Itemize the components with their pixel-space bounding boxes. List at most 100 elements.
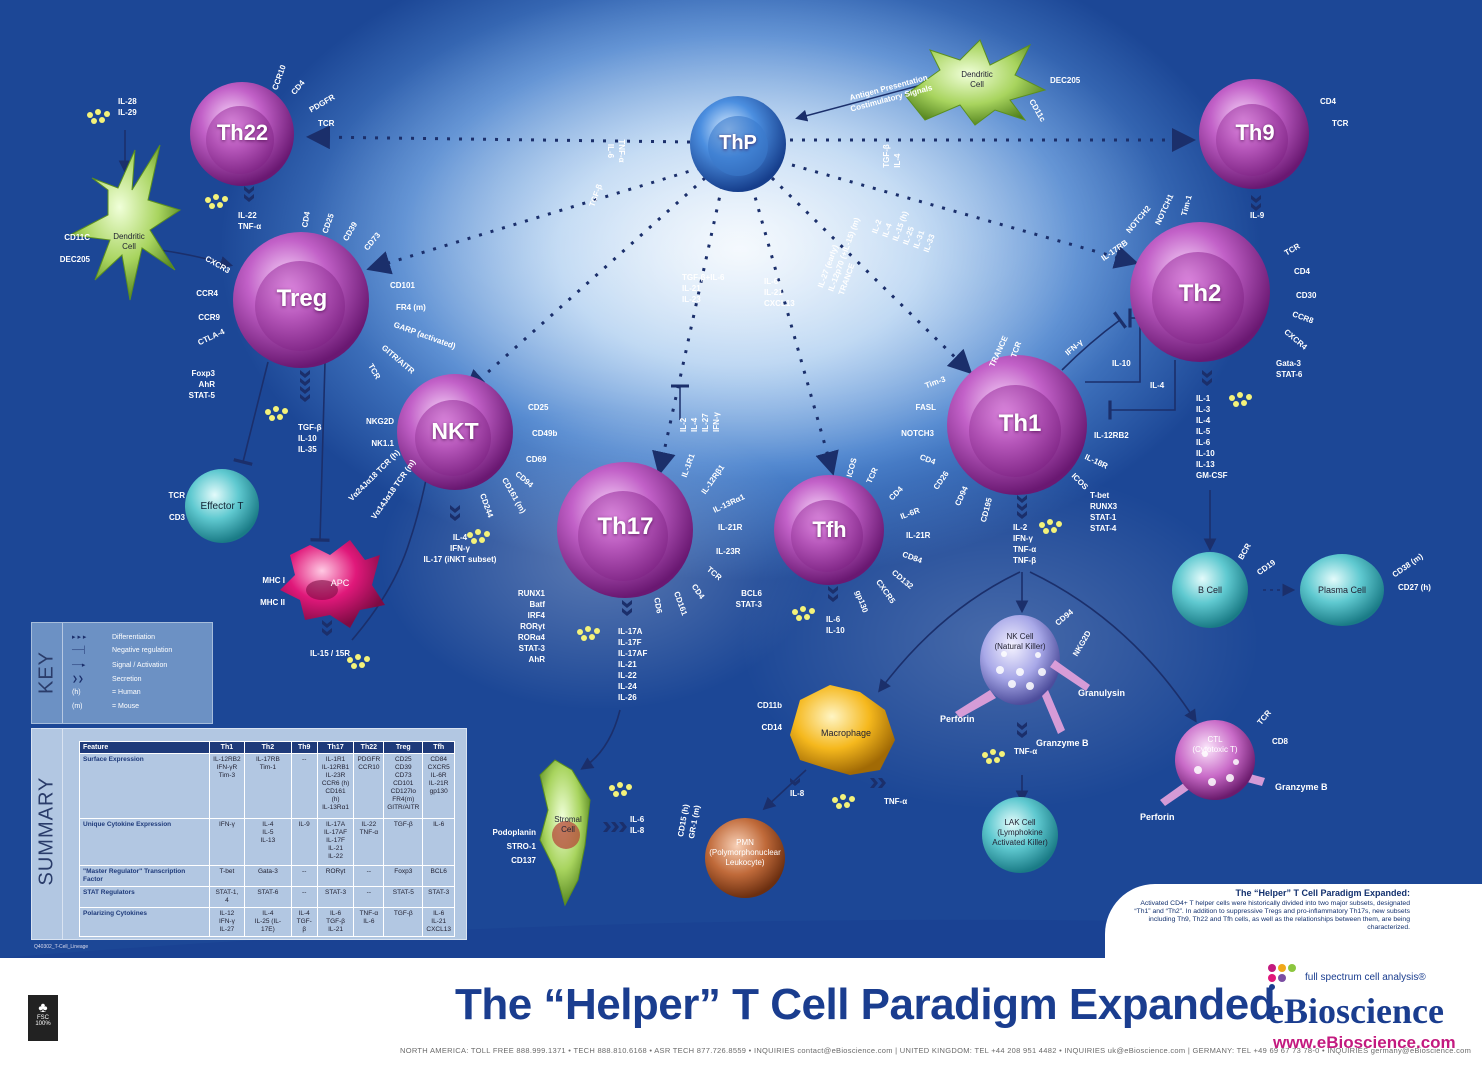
key-item: ▸ ▸ ▸Differentiation <box>72 634 156 641</box>
tfh-label: Tfh <box>812 517 847 542</box>
th1-marker-fasl: FASL <box>915 403 936 412</box>
pmn-cell-shape <box>705 818 785 898</box>
th17-inhibitors: IL-2 IL-4 IL-27 IFN-γ <box>679 412 721 432</box>
summary-cell: TGF-β <box>383 818 424 866</box>
summary-header-cell: Th2 <box>243 741 292 754</box>
th2-label: Th2 <box>1178 280 1222 307</box>
info-box: The “Helper” T Cell Paradigm Expanded: A… <box>1120 888 1410 940</box>
th1-secretion: IL-2 IFN-γ TNF-α TNF-β <box>1013 523 1037 565</box>
summary-cell: IL-4 TGF-β <box>290 907 318 937</box>
pathway-diagram <box>0 0 1482 958</box>
apc-markers: MHC I MHC II <box>260 576 285 607</box>
b-cell-label: B Cell <box>1197 585 1222 595</box>
th22-label: Th22 <box>216 120 269 145</box>
differentiation-arrows <box>306 125 1196 476</box>
dendritic-cell-right-label: Dendritic Cell <box>961 70 993 89</box>
summary-cell: STAT-6 <box>243 886 292 908</box>
summary-cell: Unique Cytokine Expression <box>79 818 210 866</box>
summary-cell: -- <box>353 865 385 887</box>
th17-factors: RUNX1 Batf IRF4 RORγt RORα4 STAT-3 AhR <box>517 589 545 664</box>
th17-cell-shape <box>557 462 693 598</box>
thp-th9-cytokines: TGF-β IL-4 <box>881 144 902 168</box>
tfh-cell-shape <box>774 475 884 585</box>
nk-granulysin: Granulysin <box>1078 688 1126 698</box>
summary-cell: IL-4 IL-25 (IL-17E) <box>243 907 292 937</box>
th2-marker-cd30: CD30 <box>1296 291 1317 300</box>
nkt-label: NKT <box>431 418 479 444</box>
summary-cell: Gata-3 <box>243 865 292 887</box>
treg-marker-ccr4: CCR4 <box>196 289 218 298</box>
key-item: ──▸Signal / Activation <box>72 662 168 669</box>
key-item: ❯❯Secretion <box>72 676 142 683</box>
th1-marker-notch3: NOTCH3 <box>901 429 934 438</box>
nk-cell-label: NK Cell (Natural Killer) <box>994 632 1046 651</box>
dendritic-cell-right-shape <box>904 39 1047 126</box>
nk-perforin: Perforin <box>940 714 975 724</box>
summary-cell: IL-17A IL-17AF IL-17F IL-21 IL-22 <box>316 818 355 866</box>
plasma-marker-cd27: CD27 (h) <box>1398 583 1431 592</box>
th9-secretion: IL-9 <box>1250 211 1265 220</box>
summary-cell: IL-6 <box>422 818 455 866</box>
summary-cell: "Master Regulator" Transcription Factor <box>79 865 210 887</box>
th9-cell-shape <box>1199 79 1309 189</box>
summary-cell: -- <box>290 865 318 887</box>
summary-cell: RORγt <box>316 865 355 887</box>
summary-cell: Polarizing Cytokines <box>79 907 210 937</box>
poster-canvas: ThP Th22 Th9 Treg Th2 Th1 NKT Th17 Tfh E… <box>0 0 1482 958</box>
treg-secretion: TGF-β IL-10 IL-35 <box>298 423 322 454</box>
treg-marker-cd101: CD101 <box>390 281 415 290</box>
thp-cell-shape <box>690 96 786 192</box>
treg-cell-shape <box>233 232 369 368</box>
summary-cell: IL-12RB2 IFN-γR Tim-3 <box>208 753 245 819</box>
th22-secretion: IL-22 TNF-α <box>238 211 262 231</box>
footer <box>0 958 1482 1080</box>
summary-cell: IL-6 TGF-β IL-21 <box>316 907 355 937</box>
treg-label: Treg <box>276 285 328 312</box>
summary-cell: STAT Regulators <box>79 886 210 908</box>
th1-factors: T-bet RUNX3 STAT-1 STAT-4 <box>1090 491 1118 533</box>
ctl-label: CTL (Cytotoxic T) <box>1192 735 1238 754</box>
key-item: (h)= Human <box>72 689 141 696</box>
th17-label: Th17 <box>597 513 654 540</box>
summary-cell: -- <box>353 886 385 908</box>
stromal-markers: Podoplanin STRO-1 CD137 <box>492 828 536 865</box>
summary-cell: STAT-5 <box>383 886 424 908</box>
summary-header-cell: Th17 <box>316 741 355 754</box>
summary-cell: IL-22 TNF-α <box>353 818 385 866</box>
summary-cell: IL-1R1 IL-12RB1 IL-23R CCR6 (h) CD161 (h… <box>316 753 355 819</box>
summary-cell: BCL6 <box>422 865 455 887</box>
th1-label: Th1 <box>998 410 1042 437</box>
nkt-marker-nk11: NK1.1 <box>371 439 394 448</box>
thp-label: ThP <box>719 132 757 154</box>
summary-header-cell: Th1 <box>208 741 245 754</box>
brand-tagline: full spectrum cell analysis® <box>1305 972 1426 983</box>
summary-cell: IFN-γ <box>208 818 245 866</box>
macrophage-tnf-alpha: TNF-α <box>884 797 908 806</box>
il28-label: IL-28 IL-29 <box>118 97 137 117</box>
treg-factors: Foxp3 AhR STAT-5 <box>188 369 215 400</box>
ctl-granzyme: Granzyme B <box>1275 782 1328 792</box>
macrophage-shape <box>790 685 895 775</box>
th17-marker-il23r: IL-23R <box>716 547 741 556</box>
nkt-marker-cd69: CD69 <box>526 455 547 464</box>
brand-url[interactable]: www.eBioscience.com <box>1273 1033 1456 1052</box>
effector-markers: TCR CD3 <box>168 491 185 522</box>
summary-cell: -- <box>290 753 318 819</box>
nkt-cell-shape <box>397 374 513 490</box>
th17-secretion: IL-17A IL-17F IL-17AF IL-21 IL-22 IL-24 … <box>618 627 648 702</box>
ctl-perforin: Perforin <box>1140 812 1175 822</box>
brand-dots-icon <box>1266 962 1302 990</box>
thp-th22-cytokines: TNF-α IL-6 <box>606 139 626 163</box>
key-title: KEY <box>35 650 58 695</box>
th22-cell-shape <box>190 82 294 186</box>
plasma-cell-label: Plasma Cell <box>1317 585 1366 595</box>
nkt-marker-nkg2d: NKG2D <box>365 417 394 426</box>
summary-title: SUMMARY <box>35 776 58 886</box>
summary-header-cell: Treg <box>383 741 424 754</box>
th9-marker-tcr: TCR <box>1332 119 1349 128</box>
dendritic-right-marker-dec205: DEC205 <box>1050 76 1081 85</box>
stromal-cell-label: Stromal Cell <box>554 815 582 834</box>
summary-header-cell: Th22 <box>353 741 385 754</box>
tfh-marker-il21r: IL-21R <box>906 531 931 540</box>
